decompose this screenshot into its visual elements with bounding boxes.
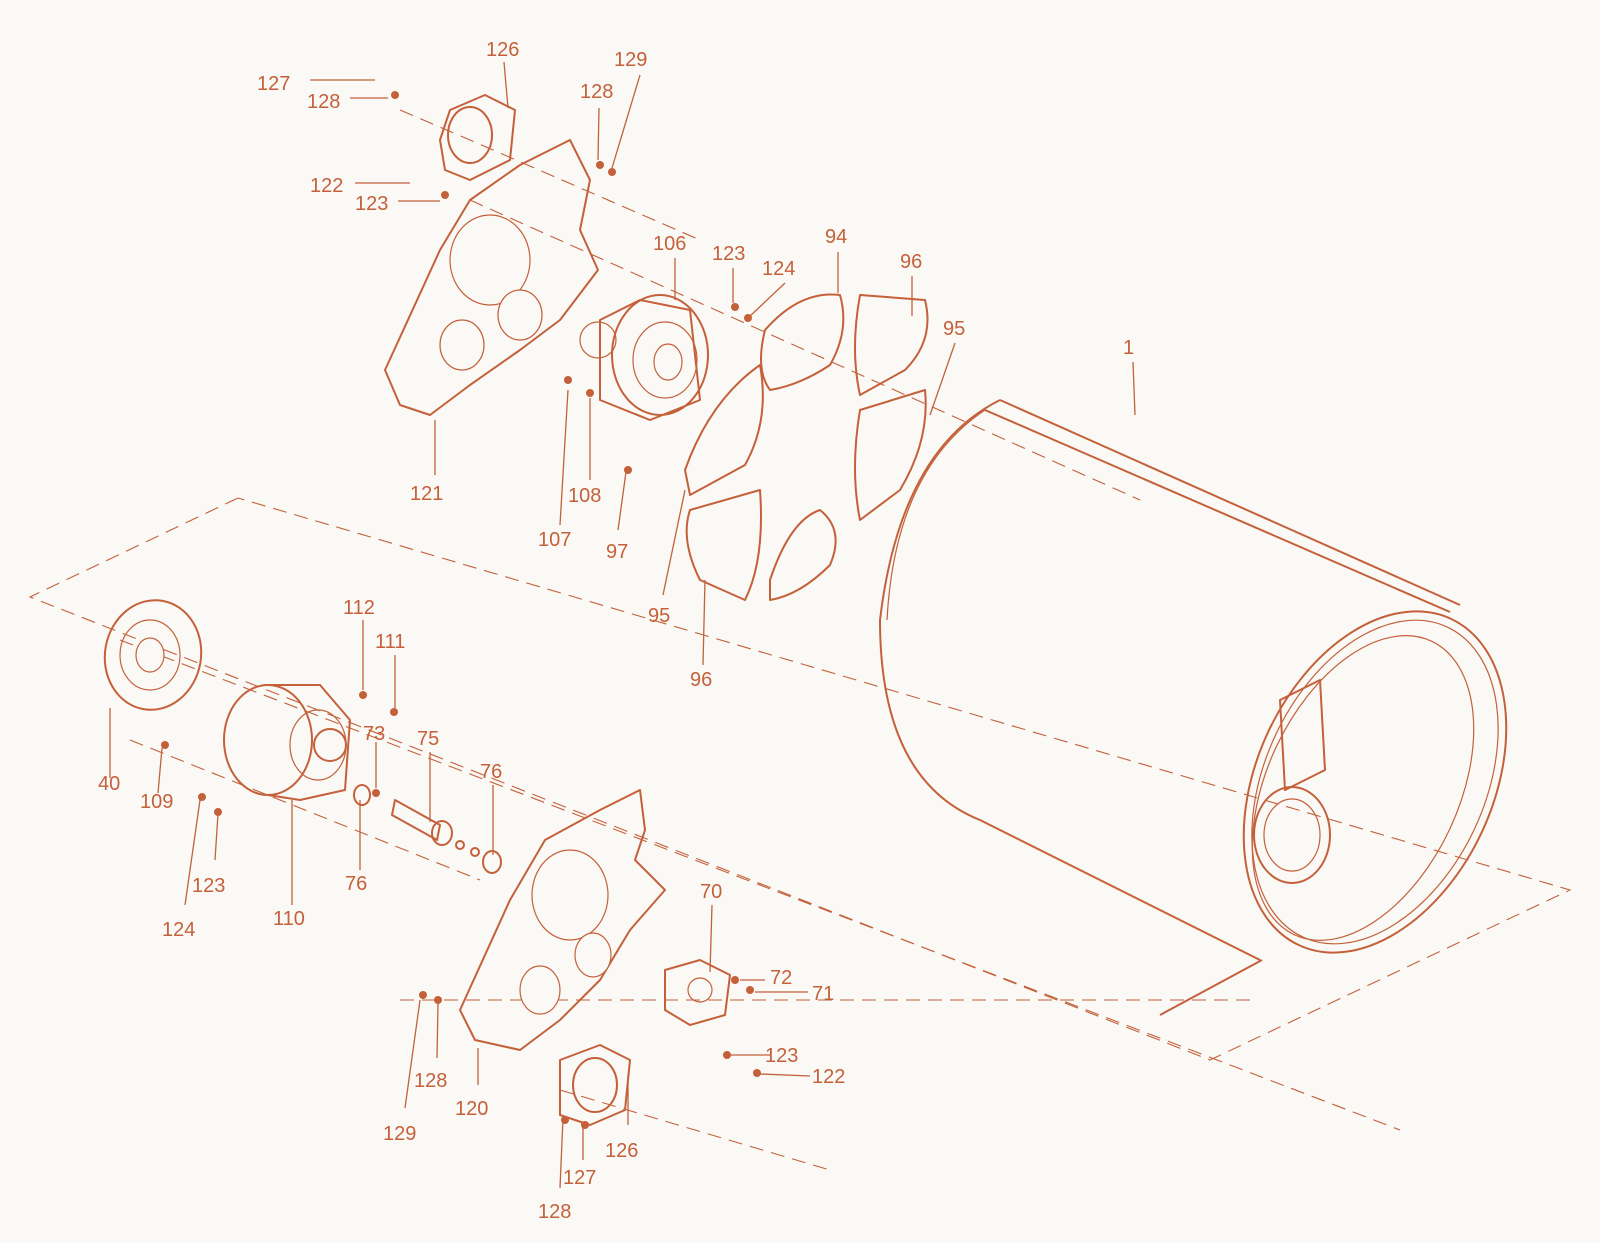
shaft-75: [353, 784, 502, 874]
label-70: 70: [700, 881, 722, 903]
hub-assembly-106: [579, 294, 709, 421]
label-123-upper-left: 123: [355, 193, 388, 215]
label-106: 106: [653, 233, 686, 255]
label-95-lower: 95: [648, 605, 670, 627]
bearing-housing-126-upper: [439, 94, 516, 181]
label-129-lower: 129: [383, 1123, 416, 1145]
leader-lines: [109, 61, 1136, 1189]
label-126-upper: 126: [486, 39, 519, 61]
label-124-lower: 124: [162, 919, 195, 941]
cover-panel-95-lower: [684, 364, 764, 496]
label-94: 94: [825, 226, 847, 248]
motor-110: [223, 684, 351, 801]
label-76-right: 76: [480, 761, 502, 783]
label-40: 40: [98, 773, 120, 795]
label-129-upper: 129: [614, 49, 647, 71]
assembly-dashed-outline: [28, 497, 1572, 1061]
label-96-lower: 96: [690, 669, 712, 691]
side-plate-120: [459, 789, 666, 1051]
label-122-upper: 122: [310, 175, 343, 197]
label-128-lower: 128: [538, 1201, 571, 1223]
bearing-housing-126-lower: [559, 1044, 631, 1126]
label-112: 112: [343, 597, 375, 619]
label-128-upper-left: 128: [307, 91, 340, 113]
label-72: 72: [770, 967, 792, 989]
label-120: 120: [455, 1098, 488, 1120]
label-76-left: 76: [345, 873, 367, 895]
label-127-upper: 127: [257, 73, 290, 95]
pump-70: [664, 959, 731, 1026]
label-96-upper: 96: [900, 251, 922, 273]
label-97: 97: [606, 541, 628, 563]
label-73: 73: [363, 723, 385, 745]
label-75: 75: [417, 728, 439, 750]
label-109: 109: [140, 791, 173, 813]
side-plate-121: [384, 139, 599, 416]
label-111: 111: [375, 631, 405, 653]
callout-labels: 1 126 127 128 129 128 122 123 106 123 12…: [98, 39, 1134, 1223]
flange-40: [103, 599, 203, 711]
assembly-axis-lines: [119, 109, 1401, 1171]
cover-panel-96-upper: [854, 294, 929, 396]
label-127-lower: 127: [563, 1167, 596, 1189]
label-122-lower: 122: [812, 1066, 845, 1088]
label-108: 108: [568, 485, 601, 507]
cover-panel-95-upper: [854, 389, 927, 521]
cover-panel-small: [769, 509, 837, 601]
cover-panel-96-lower: [685, 489, 762, 601]
cover-panels: [684, 293, 929, 601]
label-121: 121: [410, 483, 443, 505]
label-110: 110: [273, 908, 305, 930]
label-124-upper: 124: [762, 258, 795, 280]
label-123-lower-left: 123: [192, 875, 225, 897]
label-71: 71: [812, 983, 834, 1005]
label-128-upper-right: 128: [580, 81, 613, 103]
label-123-upper-right: 123: [712, 243, 745, 265]
label-128-lower-left: 128: [414, 1070, 447, 1092]
cover-panel-94: [760, 293, 845, 391]
label-126-lower: 126: [605, 1140, 638, 1162]
label-107: 107: [538, 529, 571, 551]
label-95-upper: 95: [943, 318, 965, 340]
drum-shell: [879, 399, 1508, 1016]
label-1: 1: [1123, 337, 1134, 359]
label-123-lower-right: 123: [765, 1045, 798, 1067]
